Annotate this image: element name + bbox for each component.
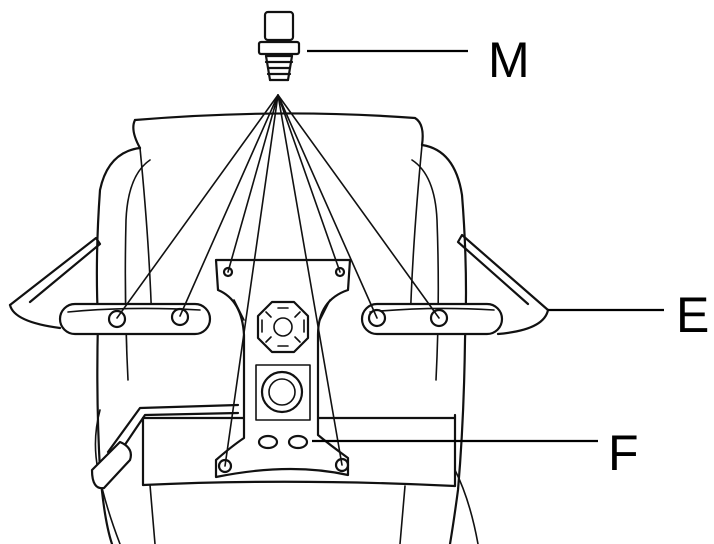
label-e: E <box>676 287 709 343</box>
screw-icon <box>257 10 301 82</box>
chair-seat-icon <box>94 112 479 544</box>
tension-handle-icon <box>90 403 240 490</box>
tilt-mechanism-icon <box>214 258 352 479</box>
label-m: M <box>488 32 530 88</box>
armrest-icon <box>8 236 212 336</box>
armrest-icon <box>360 233 550 336</box>
assembly-lines <box>116 94 440 467</box>
label-f: F <box>608 425 639 481</box>
